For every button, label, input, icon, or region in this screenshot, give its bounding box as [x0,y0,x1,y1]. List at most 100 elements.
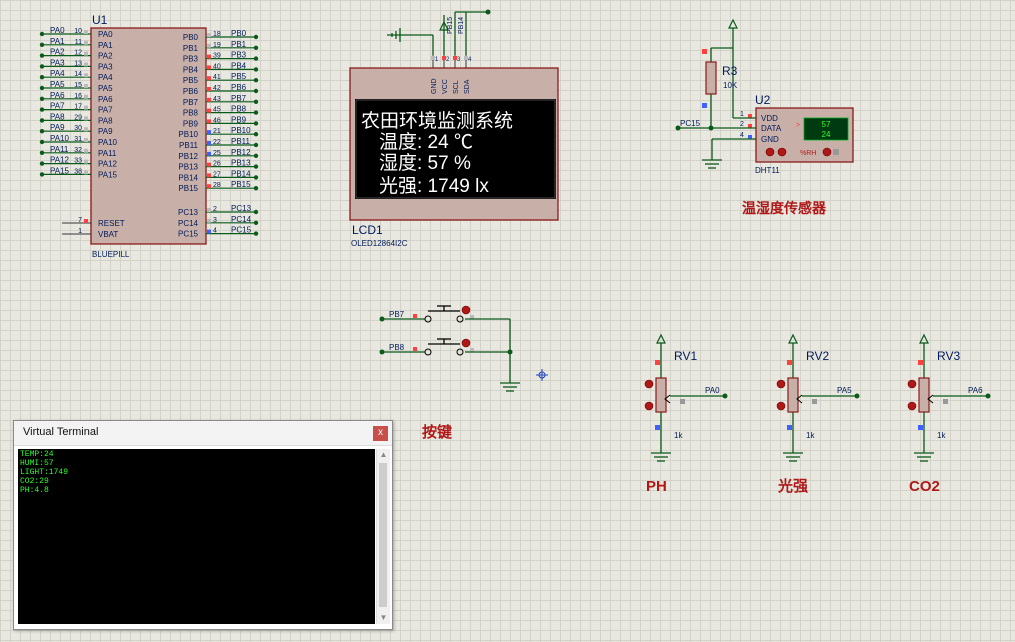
mcu-pin-num: 46 [213,117,221,124]
oled-pin-sda: SDA [464,79,471,94]
mcu-pin-num: 28 [213,182,221,189]
terminal-scrollbar[interactable]: ▲ ▼ [376,449,390,624]
mcu-pin-net: PA11 [50,145,69,154]
scroll-up-icon[interactable]: ▲ [379,450,388,459]
mcu-pin-num: 43 [213,96,221,103]
terminal-titlebar[interactable]: Virtual Terminal x [14,421,392,446]
dht-button-3[interactable] [822,147,832,157]
oled-pin-vcc: VCC [442,79,449,94]
mcu-pin-num: 19 [213,42,221,49]
pot-decrease-icon[interactable] [907,401,917,411]
r3-value: 10K [723,81,738,90]
pot-net: PA5 [837,386,852,395]
button-net: PB7 [389,310,405,319]
mcu-pin-num: 16 [74,93,82,100]
mcu-pin-name: PA7 [98,106,113,115]
mcu-pin-name: PB0 [183,33,199,42]
mcu-pin-num: 30 [74,125,82,132]
button-actuator-icon[interactable] [461,338,471,348]
oled-ref: LCD1 [352,223,383,237]
pot-value: 1k [806,431,815,440]
close-button[interactable]: x [373,426,388,441]
pot-decrease-icon[interactable] [776,401,786,411]
dht-button-2[interactable] [777,147,787,157]
scroll-thumb[interactable] [379,463,387,607]
button-actuator-icon[interactable] [461,305,471,315]
mcu-part: BLUEPILL [92,250,130,259]
mcu-pin-num: 33 [74,158,82,165]
mcu-pin-name: PA11 [98,149,117,158]
button-net: PB8 [389,343,405,352]
virtual-terminal-window[interactable]: Virtual Terminal x TEMP:24 HUMI:57 LIGHT… [13,420,393,630]
terminal-output[interactable]: TEMP:24 HUMI:57 LIGHT:1749 CO2:29 PH:4.8 [18,449,375,624]
mcu-pin-name: PB9 [183,119,199,128]
dht-pin-num: 2 [740,121,744,128]
scroll-down-icon[interactable]: ▼ [379,613,388,622]
push-button-pb8[interactable]: PB8 [379,338,475,356]
mcu-pin-name: VBAT [98,230,118,239]
mcu-pin-name: PA1 [98,41,113,50]
mcu-pin-net: PA15 [50,166,70,175]
mcu-pin-name: PB13 [178,163,198,172]
pot-increase-icon[interactable] [907,379,917,389]
pot-decrease-icon[interactable] [644,401,654,411]
mcu-pin-num: 31 [74,136,82,143]
mcu-pin-name: PA12 [98,160,118,169]
mcu-pin-num: 4 [213,228,217,235]
pot-value: 1k [674,431,683,440]
mcu-pin-net: PB6 [231,83,247,92]
dht-button-1[interactable] [765,147,775,157]
resistor-r3[interactable]: R3 10K [702,18,738,128]
mcu-pin-net: PA8 [50,112,65,121]
pot-increase-icon[interactable] [776,379,786,389]
oled-line-3: 湿度: 57 % [379,152,471,174]
push-button-pb7[interactable]: PB7 [379,305,475,323]
mcu-body[interactable] [90,27,207,245]
r3-body[interactable] [705,61,717,95]
pot-increase-icon[interactable] [644,379,654,389]
